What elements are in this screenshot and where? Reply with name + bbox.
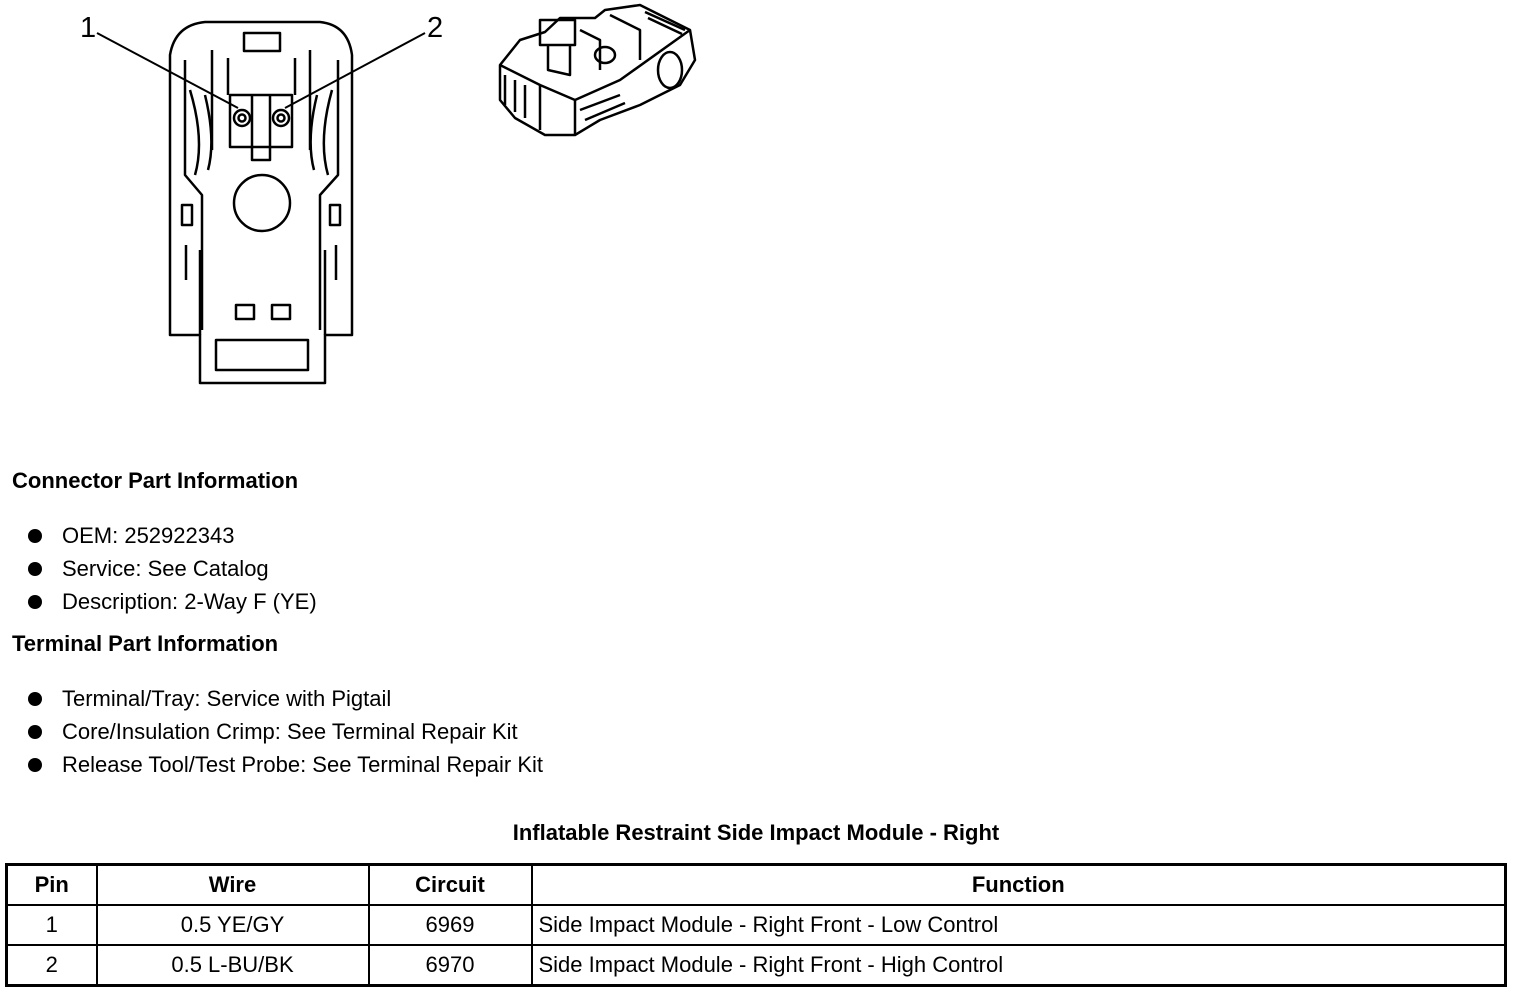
table-header-row: Pin Wire Circuit Function [5,863,1507,906]
table-row: 1 0.5 YE/GY 6969 Side Impact Module - Ri… [5,904,1507,946]
terminal-part-info-list: Terminal/Tray: Service with Pigtail Core… [28,682,543,781]
cell-wire: 0.5 YE/GY [95,904,370,946]
connector-isometric-view [498,3,697,137]
cell-circuit: 6970 [367,944,533,987]
connector-part-info-heading: Connector Part Information [12,468,299,493]
cell-pin: 2 [5,944,98,987]
cell-wire: 0.5 L-BU/BK [95,944,370,987]
pin-table: Pin Wire Circuit Function 1 0.5 YE/GY 69… [5,863,1507,987]
column-header-function: Function [530,863,1507,906]
column-header-wire: Wire [95,863,370,906]
list-item: Service: See Catalog [28,552,317,585]
list-item: Core/Insulation Crimp: See Terminal Repa… [28,715,543,748]
cell-function: Side Impact Module - Right Front - Low C… [530,904,1507,946]
cell-circuit: 6969 [367,904,533,946]
connector-part-info-list: OEM: 252922343 Service: See Catalog Desc… [28,519,317,618]
bullet-icon [28,691,42,706]
list-item: OEM: 252922343 [28,519,317,552]
list-item-text: Terminal/Tray: Service with Pigtail [62,686,392,711]
pin-1-callout: 1 [80,12,97,44]
list-item: Terminal/Tray: Service with Pigtail [28,682,543,715]
bullet-icon [28,594,42,609]
pin-2-callout: 2 [427,12,444,44]
bullet-icon [28,561,42,576]
list-item-text: Service: See Catalog [62,556,269,581]
bullet-icon [28,757,42,772]
bullet-icon [28,724,42,739]
bullet-icon [28,528,42,543]
column-header-pin: Pin [5,863,98,906]
table-row: 2 0.5 L-BU/BK 6970 Side Impact Module - … [5,944,1507,987]
list-item-text: Release Tool/Test Probe: See Terminal Re… [62,752,543,777]
list-item-text: OEM: 252922343 [62,523,235,548]
connector-drawing [96,3,697,385]
cell-pin: 1 [5,904,98,946]
pin-1-leader [96,32,239,109]
pin-table-title: Inflatable Restraint Side Impact Module … [512,820,1000,845]
list-item: Description: 2-Way F (YE) [28,585,317,618]
pin-2-leader [284,32,426,109]
column-header-circuit: Circuit [367,863,533,906]
cell-function: Side Impact Module - Right Front - High … [530,944,1507,987]
connector-face-outline [168,20,354,385]
list-item: Release Tool/Test Probe: See Terminal Re… [28,748,543,781]
terminal-part-info-heading: Terminal Part Information [12,631,279,656]
list-item-text: Description: 2-Way F (YE) [62,589,317,614]
list-item-text: Core/Insulation Crimp: See Terminal Repa… [62,719,518,744]
